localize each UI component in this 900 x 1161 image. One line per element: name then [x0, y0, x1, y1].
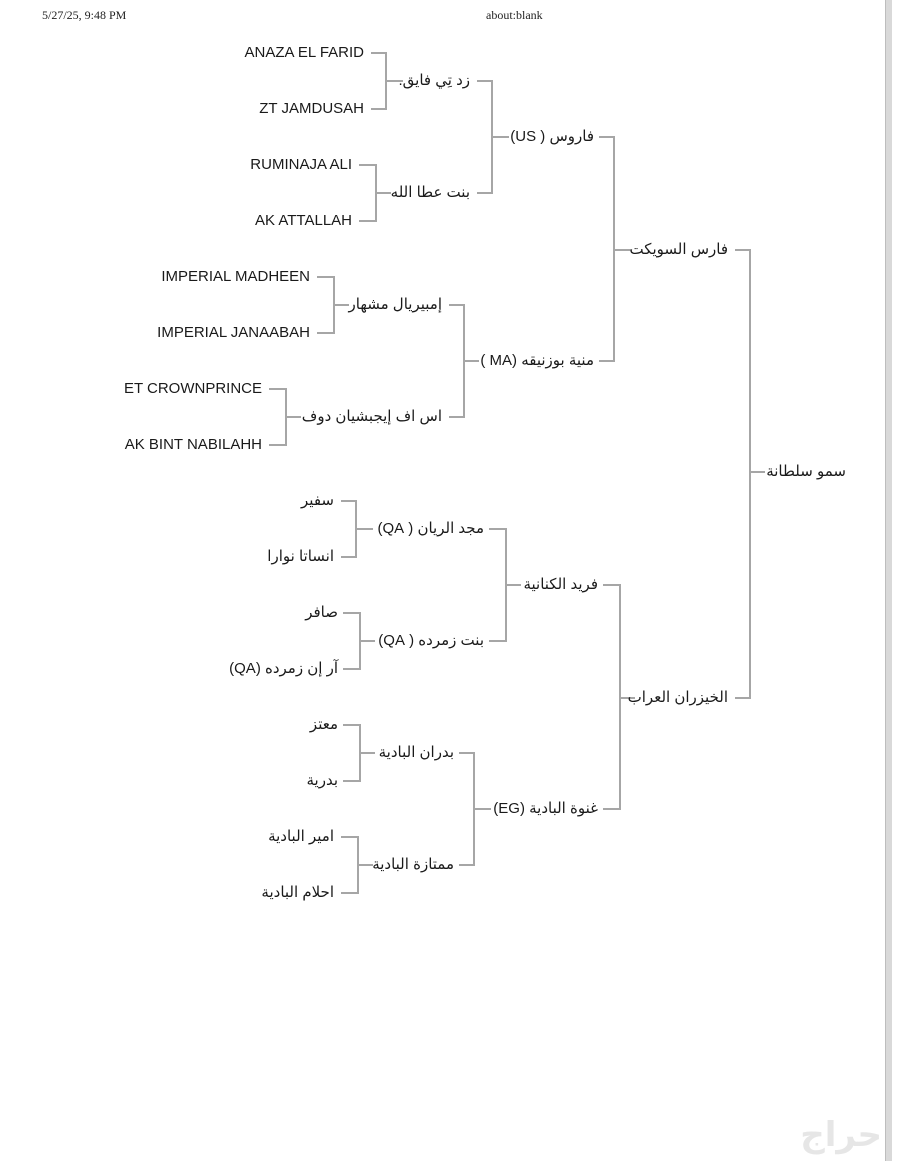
horse-gen4-14: بدرية	[306, 772, 338, 789]
horse-sire-sire: فاروس ( US)	[510, 128, 594, 145]
horse-gen4-4: AK ATTALLAH	[255, 212, 352, 229]
horse-root: سمو سلطانة	[766, 463, 846, 480]
scrollbar-track[interactable]	[886, 0, 892, 1161]
page-edge	[885, 0, 886, 1161]
print-date: 5/27/25, 9:48 PM	[42, 8, 127, 22]
horse-dd-sire: بدران البادية	[378, 744, 454, 761]
horse-gen4-12: آر إن زمرده (QA)	[229, 660, 338, 677]
horse-gen4-8: AK BINT NABILAHH	[124, 436, 262, 453]
horse-gen4-7: ET CROWNPRINCE	[123, 380, 262, 397]
horse-sire-dam: منية بوزنيقه (MA )	[480, 352, 594, 369]
horse-ss-dam: بنت عطا الله	[390, 184, 470, 201]
horse-dd-dam: ممتازة البادية	[372, 856, 454, 873]
horse-gen4-5: IMPERIAL MADHEEN	[161, 268, 310, 285]
watermark-logo: حراج	[800, 1115, 882, 1155]
horse-dam-dam: غنوة البادية (EG)	[493, 800, 598, 817]
horse-gen4-15: امير البادية	[268, 828, 334, 845]
horse-ds-sire: مجد الريان ( QA)	[377, 520, 484, 537]
horse-gen4-6: IMPERIAL JANAABAH	[157, 324, 310, 341]
horse-gen4-16: احلام البادية	[261, 884, 334, 901]
horse-sire: فارس السويكت	[629, 241, 728, 258]
horse-gen4-3: RUMINAJA ALI	[250, 156, 352, 173]
horse-ds-dam: بنت زمرده ( QA)	[378, 632, 484, 649]
horse-gen4-10: انساتا نوارا	[267, 548, 334, 565]
horse-gen4-2: ZT JAMDUSAH	[259, 100, 364, 117]
horse-gen4-9: سفير	[301, 492, 334, 509]
horse-gen4-1: ANAZA EL FARID	[244, 44, 364, 61]
horse-sd-sire: إمبيريال مشهار	[348, 296, 443, 313]
horse-sd-dam: اس اف إيجبشيان دوف	[301, 408, 442, 425]
print-url: about:blank	[486, 8, 543, 22]
horse-dam-sire: فريد الكنانية	[523, 576, 598, 593]
horse-ss-sire: زد تِي فايق.	[398, 72, 470, 89]
horse-gen4-13: معتز	[309, 716, 338, 733]
horse-dam: الخيزران العراب	[627, 689, 728, 706]
horse-gen4-11: صافر	[305, 604, 338, 621]
